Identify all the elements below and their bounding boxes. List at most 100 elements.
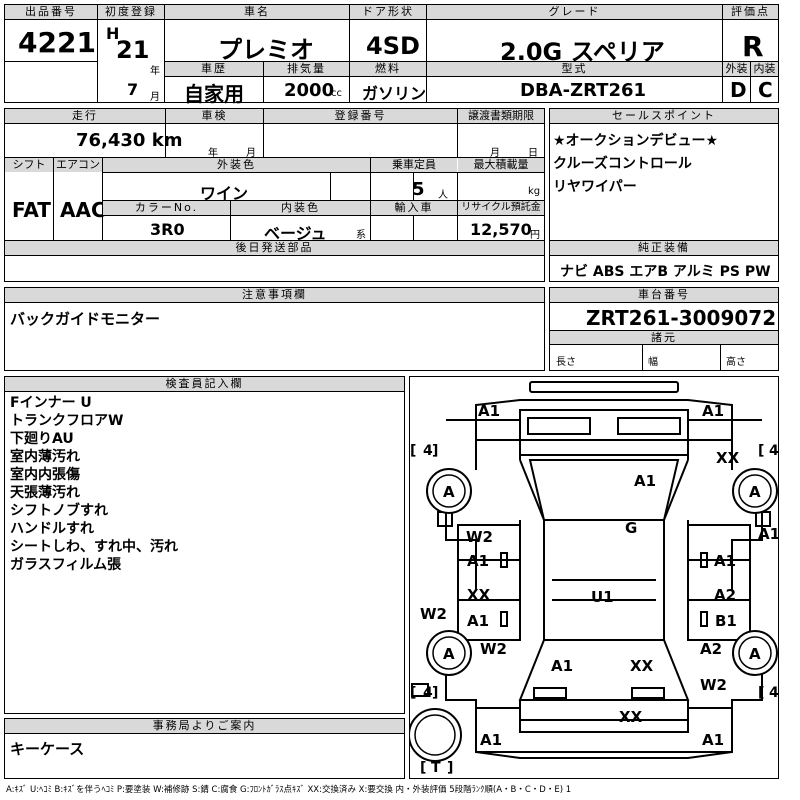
aircon: AAC (60, 198, 106, 222)
inspector-line: シートしわ、すれ中、汚れ (10, 539, 178, 555)
mark: W2 (420, 605, 447, 623)
capacity: 5 (412, 179, 425, 200)
year-unit: 年 (150, 66, 160, 77)
mark: A1 (758, 525, 779, 543)
ext-grade: D (730, 78, 747, 102)
history-header: 車歴 (165, 62, 263, 76)
mark: XX (716, 449, 740, 467)
fuel: ガソリン (362, 84, 427, 103)
front-bumper-top (529, 381, 679, 393)
inspector-line: Fインナー U (10, 395, 92, 411)
car-name-header: 車名 (165, 5, 349, 19)
transfer-day-unit: 日 (528, 148, 538, 159)
inspector-line: 天張薄汚れ (10, 485, 80, 501)
tire-tread-rl: 4 (423, 685, 433, 701)
genuine-header: 純正装備 (550, 241, 778, 255)
ext-header: 外装 (723, 62, 750, 76)
mark: A (749, 483, 761, 501)
height-label: 高さ (726, 357, 746, 368)
length-label: 長さ (556, 357, 576, 368)
mark: A1 (714, 552, 736, 570)
sales-point-section (549, 108, 779, 282)
svg-text:[: [ (758, 443, 764, 459)
legend: A:ｷｽﾞ U:ﾍｺﾐ B:ｷｽﾞを伴うﾍｺﾐ P:要塗装 W:補修跡 S:錆 … (6, 785, 572, 795)
lot-number: 4221 (18, 26, 96, 59)
mark: XX (619, 708, 643, 726)
car-diagram: [] [] [] [] [] 4 4 4 4 T A1 A1 XX A A A1… (409, 381, 779, 776)
month-unit: 月 (150, 92, 160, 103)
int-color-suffix: 系 (356, 230, 366, 241)
capacity-unit: 人 (438, 190, 448, 201)
mark: A (443, 483, 455, 501)
notes-text: バックガイドモニター (10, 310, 161, 328)
chassis-section (549, 287, 779, 371)
svg-text:]: ] (432, 685, 438, 701)
mileage-header: 走行 (5, 109, 165, 123)
first-reg-header: 初度登録 (98, 5, 164, 19)
sales-point-1: ★オークションデビュー★ (553, 133, 719, 149)
displacement-header: 排気量 (264, 62, 349, 76)
ext-color: ワイン (200, 184, 249, 203)
inspector-notes: Fインナー U トランクフロアW 下廻りAU 室内薄汚れ 室内内張傷 天張薄汚れ… (10, 394, 178, 574)
chassis-header: 車台番号 (550, 288, 778, 302)
reg-month: 7 (127, 80, 139, 99)
mark: A1 (478, 402, 500, 420)
door-type: 4SD (366, 32, 420, 60)
model-code: DBA-ZRT261 (520, 80, 647, 101)
tire-tread-fl: 4 (423, 443, 433, 459)
tire-tread-fr: 4 (769, 443, 779, 459)
transfer-header: 譲渡書類期限 (458, 109, 544, 123)
mark: W2 (466, 528, 493, 546)
int-grade: C (758, 78, 773, 102)
int-header: 内装 (751, 62, 778, 76)
inspector-section (4, 376, 405, 714)
vehicle-detail-section (4, 108, 545, 282)
car-history: 自家用 (184, 82, 244, 106)
door-header: ドア形状 (350, 5, 426, 19)
mark: A1 (467, 612, 489, 630)
mark: W2 (700, 676, 727, 694)
model-header: 型式 (427, 62, 722, 76)
inspector-line: ガラスフィルム張 (10, 557, 122, 573)
inspector-line: 下廻りAU (10, 431, 74, 447)
mark: XX (467, 586, 491, 604)
reg-year: 21 (116, 36, 150, 64)
mark: A2 (700, 640, 722, 658)
displacement-unit: cc (331, 88, 342, 99)
svg-text:[: [ (410, 685, 416, 701)
svg-text:[: [ (410, 443, 416, 459)
color-no-header: カラーNo. (103, 201, 230, 215)
mark: B1 (715, 612, 737, 630)
inspector-line: ハンドルすれ (10, 521, 94, 537)
lot-header: 出品番号 (5, 5, 97, 19)
office-section (4, 718, 405, 779)
mark: A (749, 645, 761, 663)
width-label: 幅 (648, 357, 658, 368)
inspector-line: 室内内張傷 (10, 467, 80, 483)
svg-text:]: ] (432, 443, 438, 459)
rear-bumper (475, 732, 733, 753)
top-info-section (4, 4, 779, 103)
displacement: 2000 (284, 80, 335, 101)
mark: U1 (591, 588, 614, 606)
car-diagram-section (409, 376, 779, 779)
score: R (742, 30, 764, 63)
fuel-header: 燃料 (350, 62, 426, 76)
mark: A1 (551, 657, 573, 675)
tire-tread-rr: 4 (769, 685, 779, 701)
reg-no-header: 登録番号 (264, 109, 457, 123)
max-load-header: 最大積載量 (458, 158, 544, 172)
mark: XX (630, 657, 654, 675)
sales-point-3: リヤワイパー (553, 179, 637, 195)
mark: A1 (702, 402, 724, 420)
mark: A1 (702, 731, 724, 749)
mark: A1 (467, 552, 489, 570)
office-text: キーケース (10, 740, 85, 758)
svg-text:[: [ (420, 760, 426, 776)
recycle-unit: 円 (530, 230, 540, 241)
chassis-number: ZRT261-3009072 (586, 306, 777, 330)
max-load-unit: kg (528, 186, 541, 197)
aircon-header: エアコン (54, 158, 102, 172)
ext-color-header: 外装色 (103, 158, 370, 172)
recycle-fee: 12,570 (470, 220, 532, 239)
